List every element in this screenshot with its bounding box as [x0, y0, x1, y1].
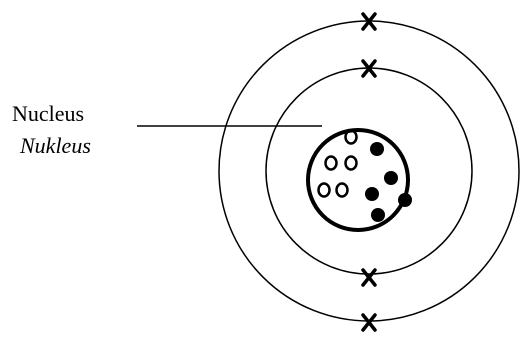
- nucleus-label: Nucleus: [12, 103, 84, 125]
- neutron: [384, 171, 398, 185]
- neutron: [370, 142, 384, 156]
- neutron: [365, 187, 379, 201]
- nucleus-label-malay: Nukleus: [20, 135, 91, 157]
- electron-inner-bottom: [363, 270, 375, 285]
- neutron: [371, 208, 385, 222]
- electron-outer-bottom: [363, 315, 375, 330]
- neutron: [398, 193, 412, 207]
